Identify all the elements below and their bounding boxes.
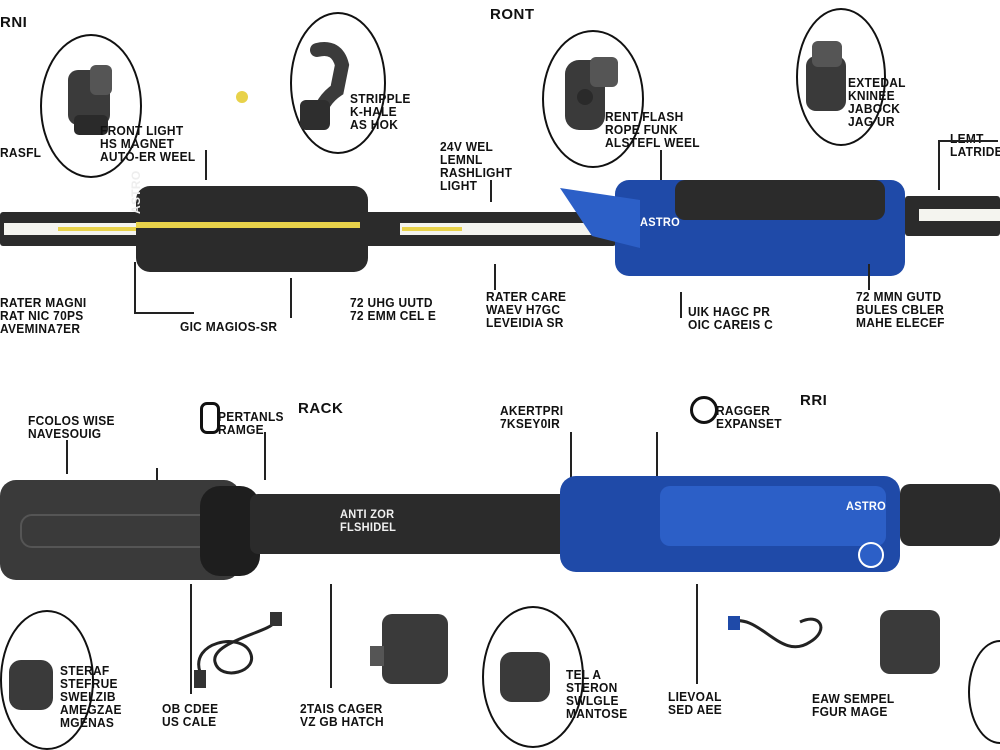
detail-circle-7 <box>968 640 1000 744</box>
callout-10: 72 UHG UUTD 72 EMM CEL E <box>350 295 437 323</box>
callout-15: PERTANLS RAMGE <box>218 409 284 437</box>
wall-charger-icon <box>880 610 940 674</box>
yellow-led-dot <box>236 91 248 103</box>
back-end-cap <box>900 484 1000 546</box>
magnet-base-icon <box>9 660 53 710</box>
back-shaft <box>250 494 570 554</box>
leader-line <box>570 432 572 480</box>
logo-top-left: ASTRO <box>129 170 143 215</box>
callout-4: RENT FLASH ROPE FUNK ALSTEFL WEEL <box>605 109 700 150</box>
charger-adapter-icon <box>370 614 448 684</box>
logo-back-right: ASTRO <box>846 499 887 513</box>
leader-line <box>190 584 192 694</box>
front-handle-left <box>136 186 368 272</box>
callout-8: RATER MAGNI RAT NIC 70PS AVEMINA7ER <box>0 295 87 336</box>
blue-round-button <box>858 542 884 568</box>
usb-c-icon <box>200 402 220 434</box>
leader-line <box>494 264 496 290</box>
led-strip-right <box>905 196 1000 236</box>
logo-top-right: ASTRO <box>640 215 681 229</box>
leader-line <box>656 432 658 478</box>
leader-line <box>938 140 998 142</box>
leader-line <box>660 150 662 186</box>
clip-detail-icon <box>806 41 846 111</box>
front-handle-blue <box>615 180 905 276</box>
callout-1: FRONT LIGHT HS MAGNET AUTO-ER WEEL <box>100 123 196 164</box>
front-light-bar: ASTRO ASTRO <box>0 171 1000 276</box>
blue-cable-icon <box>728 616 823 649</box>
usb-cable-icon <box>194 612 282 688</box>
callout-13: 72 MMN GUTD BULES CBLER MAHE ELECEF <box>856 289 945 330</box>
back-print: ANTI ZOR FLSHIDEL <box>340 507 397 534</box>
magnet-clip-icon <box>68 65 112 135</box>
callout-23: EAW SEMPEL FGUR MAGE <box>812 691 895 719</box>
callout-12: UIK HAGC PR OIC CAREIS C <box>688 304 774 332</box>
callout-6: LEMT LATRIDE <box>950 131 1000 159</box>
callout-3: 24V WEL LEMNL RASHLIGHT LIGHT <box>440 139 513 193</box>
back-light-bar: ANTI ZOR FLSHIDEL ASTRO <box>0 470 1000 580</box>
power-icon <box>690 396 718 424</box>
led-strip-left <box>0 212 140 246</box>
hook-icon <box>300 42 350 130</box>
leader-line <box>134 312 194 314</box>
leader-line <box>696 584 698 684</box>
leader-line <box>205 150 207 180</box>
header-back-left: RACK <box>298 400 344 417</box>
header-front-left: RNI <box>0 14 28 31</box>
callout-20: 2TAIS CAGER VZ GB HATCH <box>300 701 384 729</box>
leader-line <box>290 278 292 318</box>
strap-mount-icon <box>500 652 550 702</box>
callout-2: STRIPPLE K-HALE AS HOK <box>350 91 411 132</box>
leader-line <box>134 262 136 314</box>
header-front-right: RONT <box>490 6 535 23</box>
leader-line <box>330 584 332 688</box>
detail-circle-2 <box>290 12 386 154</box>
leader-line <box>264 432 266 480</box>
leader-line <box>938 140 940 190</box>
led-strip-middle <box>360 212 616 246</box>
leader-line <box>868 264 870 290</box>
callout-7: RASFL <box>0 145 42 160</box>
leader-line <box>66 440 68 474</box>
callout-14: FCOLOS WISE NAVESOUIG <box>28 413 115 441</box>
callout-19: OB CDEE US CALE <box>162 701 219 729</box>
callout-16: AKERTPRI 7KSEY0IR <box>500 403 564 431</box>
callout-9: GIC MAGIOS-SR <box>180 319 278 334</box>
callout-17: RAGGER EXPANSET <box>716 403 782 431</box>
callout-5: EXTEDAL KNINEE JABOCK JAG UR <box>848 75 906 129</box>
leader-line <box>680 292 682 318</box>
callout-21: TEL A STERON SWLGLE MANTOSE <box>566 667 628 721</box>
header-back-right: RRI <box>800 392 828 409</box>
rotating-head-icon <box>565 57 618 130</box>
leader-line <box>156 468 158 488</box>
leader-line <box>490 180 492 202</box>
callout-18: STERAF STEFRUE SWELZIB AMEGZAE MGENAS <box>60 663 122 730</box>
callout-22: LIEVOAL SED AEE <box>668 689 723 717</box>
callout-11: RATER CARE WAEV H7GC LEVEIDIA SR <box>486 289 567 330</box>
back-handle-blue <box>560 476 900 572</box>
